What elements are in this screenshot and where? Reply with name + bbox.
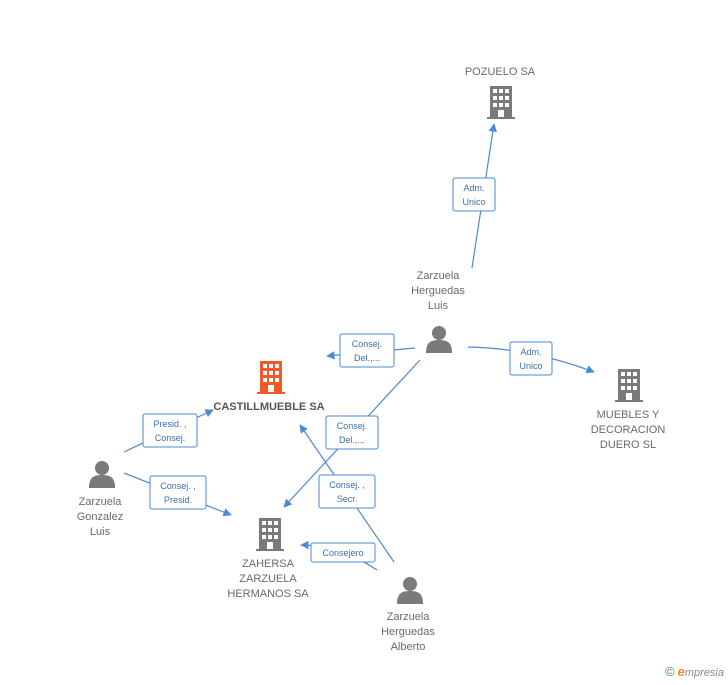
node-label: DECORACION xyxy=(591,424,666,436)
relation-text: Consej. , xyxy=(329,480,365,490)
node-label: Zarzuela xyxy=(79,496,123,508)
relation-text: Consej. , xyxy=(160,481,196,491)
node-label: Herguedas xyxy=(411,285,465,297)
relation-consej-presid-zahersa[interactable]: Consej. , Presid. xyxy=(149,475,207,510)
relation-presid-consej-castillmueble[interactable]: Presid. , Consej. xyxy=(142,413,198,448)
node-label: Herguedas xyxy=(381,626,435,638)
relation-labels: Adm. Unico Consej. Del.,... Adm. Unico C… xyxy=(142,177,553,563)
node-zarzuela-gonzalez-luis[interactable]: Zarzuela Gonzalez Luis xyxy=(77,461,123,538)
relation-adm-unico-pozuelo[interactable]: Adm. Unico xyxy=(452,177,496,212)
relation-adm-unico-muebles[interactable]: Adm. Unico xyxy=(509,341,553,376)
relation-text: Unico xyxy=(519,361,542,371)
relation-consej-del-castillmueble[interactable]: Consej. Del.,... xyxy=(339,333,395,368)
building-icon xyxy=(256,518,284,551)
relation-text: Consej. xyxy=(337,421,368,431)
node-label: POZUELO SA xyxy=(465,66,536,78)
person-icon xyxy=(89,461,115,488)
node-zahersa-zarzuela-hermanos[interactable]: ZAHERSA ZARZUELA HERMANOS SA xyxy=(227,518,309,600)
copyright-icon: © xyxy=(665,664,675,679)
building-icon xyxy=(487,86,515,119)
node-zarzuela-herguedas-alberto[interactable]: Zarzuela Herguedas Alberto xyxy=(381,577,435,653)
relation-text: Presid. xyxy=(164,495,192,505)
node-label: ZARZUELA xyxy=(239,573,297,585)
node-label: Zarzuela xyxy=(417,270,461,282)
person-icon xyxy=(426,326,452,353)
relation-text: Presid. , xyxy=(153,419,186,429)
node-label: HERMANOS SA xyxy=(227,588,309,600)
person-icon xyxy=(397,577,423,604)
relation-consej-del-zahersa[interactable]: Consej. Del.,... xyxy=(325,415,379,450)
node-label: Alberto xyxy=(391,641,426,653)
relation-text: Secr. xyxy=(337,494,358,504)
node-label: Luis xyxy=(90,526,111,538)
node-zarzuela-herguedas-luis[interactable]: Zarzuela Herguedas Luis xyxy=(411,270,465,353)
node-label: CASTILLMUEBLE SA xyxy=(213,401,324,413)
node-label: DUERO SL xyxy=(600,439,656,451)
relation-text: Consej. xyxy=(155,433,186,443)
brand-logo-e: e xyxy=(677,664,685,679)
node-pozuelo-sa[interactable]: POZUELO SA xyxy=(465,66,536,119)
building-icon xyxy=(257,361,285,394)
relation-consejero-zahersa[interactable]: Consejero xyxy=(310,542,376,563)
relation-text: Adm. xyxy=(520,347,541,357)
relation-text: Adm. xyxy=(463,183,484,193)
relation-text: Unico xyxy=(462,197,485,207)
brand-logo: ©empresia xyxy=(665,664,724,679)
relation-text: Del.,... xyxy=(354,353,380,363)
node-label: Zarzuela xyxy=(387,611,431,623)
node-muebles-decoracion-duero[interactable]: MUEBLES Y DECORACION DUERO SL xyxy=(591,369,666,451)
node-label: MUEBLES Y xyxy=(597,409,660,421)
node-label: Luis xyxy=(428,300,449,312)
brand-logo-text: mpresia xyxy=(684,667,724,679)
relation-text: Consej. xyxy=(352,339,383,349)
relation-consej-secr-castillmueble[interactable]: Consej. , Secr. xyxy=(318,474,376,509)
node-label: Gonzalez xyxy=(77,511,123,523)
relation-text: Del.,... xyxy=(339,435,365,445)
node-castillmueble-sa[interactable]: CASTILLMUEBLE SA xyxy=(213,361,325,413)
relation-text: Consejero xyxy=(322,548,363,558)
building-icon xyxy=(615,369,643,402)
node-label: ZAHERSA xyxy=(242,558,295,570)
